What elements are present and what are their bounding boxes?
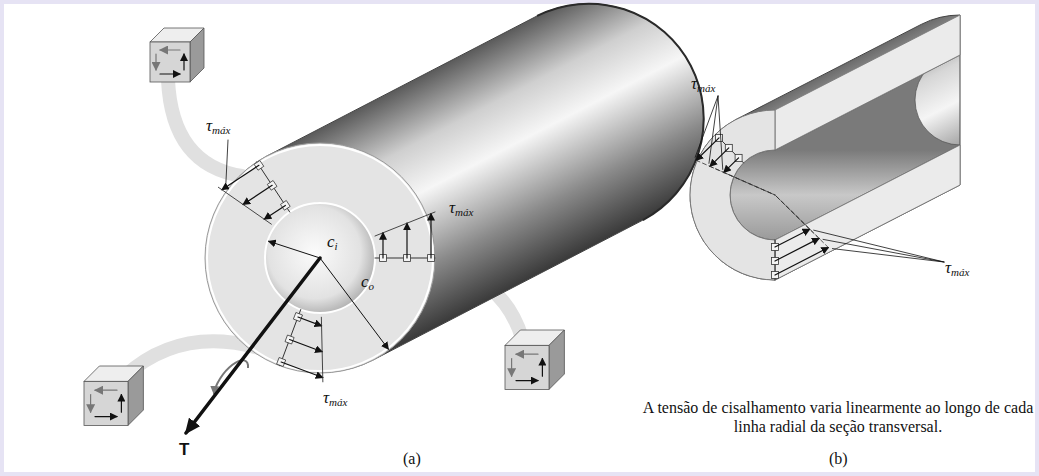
cube-shear-arrow bbox=[511, 359, 512, 377]
figure-caption: A tensão de cisalhamento varia linearmen… bbox=[640, 398, 1036, 436]
leader-line bbox=[695, 96, 718, 157]
stress-arrow bbox=[298, 317, 322, 326]
leader-line bbox=[718, 96, 723, 169]
symbol-label: τmáx bbox=[944, 258, 970, 278]
stress-distribution-envelope bbox=[218, 187, 271, 224]
leader-line bbox=[814, 230, 944, 262]
stress-arrow bbox=[775, 238, 819, 261]
stress-arrow bbox=[430, 214, 431, 258]
stress-projection bbox=[775, 195, 828, 248]
stress-arrow bbox=[290, 340, 323, 352]
half-section-face bbox=[690, 110, 775, 280]
stress-distribution-envelope bbox=[375, 212, 435, 236]
cube-shear-arrow bbox=[542, 359, 543, 377]
stress-cube-front bbox=[84, 381, 128, 425]
half-shaft-body bbox=[690, 15, 960, 280]
leader-line bbox=[832, 249, 944, 262]
stress-distribution-radial bbox=[257, 162, 290, 212]
stress-arrow bbox=[264, 205, 285, 219]
symbol-label: τmáx bbox=[322, 388, 348, 408]
cut-face bbox=[775, 145, 960, 280]
stress-cube-front bbox=[150, 42, 190, 82]
stress-arrow bbox=[281, 362, 323, 378]
stress-arrow bbox=[775, 248, 828, 275]
stress-cube-side bbox=[549, 330, 564, 389]
radius-co-line bbox=[320, 258, 388, 349]
cut-face bbox=[775, 15, 960, 150]
cube-shear-arrow bbox=[155, 54, 156, 70]
stress-cube-side bbox=[128, 366, 143, 425]
swoosh-band bbox=[168, 80, 242, 176]
cube-shear-arrow bbox=[121, 395, 122, 413]
symbol-label: ci bbox=[326, 232, 339, 252]
stress-distribution-envelope bbox=[321, 317, 322, 382]
torque-label: T bbox=[178, 440, 190, 460]
cube-shear-arrow bbox=[160, 73, 180, 74]
symbol-label: τmáx bbox=[205, 116, 231, 136]
figure-letter: (a) bbox=[402, 450, 422, 468]
stress-cube-front bbox=[505, 345, 549, 389]
stress-arrow bbox=[775, 229, 810, 247]
stress-projection bbox=[696, 160, 775, 195]
stress-arrow bbox=[243, 185, 272, 204]
leader-line bbox=[226, 140, 228, 184]
shaft-end-edge bbox=[537, 4, 704, 220]
stress-arrow bbox=[710, 148, 729, 166]
cube-shear-arrow bbox=[95, 390, 117, 391]
cube-shear-arrow bbox=[516, 380, 538, 381]
radius-ci-line bbox=[269, 241, 320, 258]
cube-shear-arrow bbox=[183, 54, 184, 70]
stress-arrow bbox=[696, 138, 719, 160]
leader-line bbox=[823, 239, 944, 262]
symbol-label: τmáx bbox=[448, 198, 474, 218]
stress-arrow bbox=[222, 165, 259, 189]
leader-line bbox=[709, 96, 718, 163]
stress-arrow bbox=[382, 233, 383, 258]
stress-arrow bbox=[724, 158, 739, 173]
cube-shear-arrow bbox=[90, 395, 91, 413]
cube-shear-arrow bbox=[95, 416, 117, 417]
cube-shear-arrow bbox=[160, 49, 180, 50]
stress-distribution-radial bbox=[716, 134, 744, 163]
torque-arrow bbox=[186, 258, 320, 433]
symbol-label: co bbox=[360, 272, 375, 292]
cube-shear-arrow bbox=[516, 354, 538, 355]
symbol-label: τmáx bbox=[690, 74, 716, 94]
stress-arrow bbox=[406, 223, 407, 258]
figure-letter: (b) bbox=[828, 450, 849, 468]
stress-cube-side bbox=[190, 28, 204, 82]
